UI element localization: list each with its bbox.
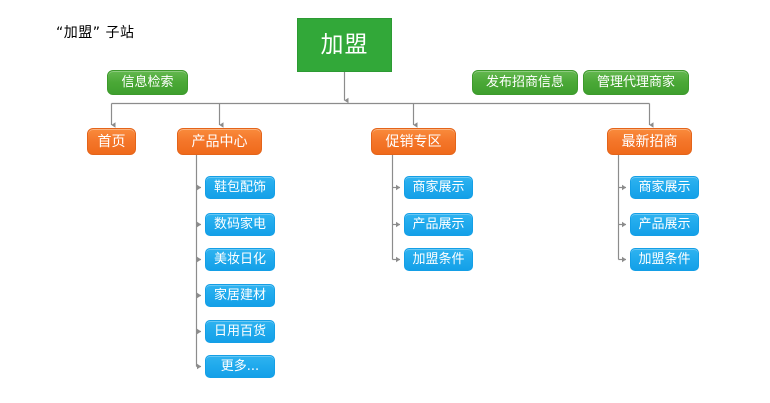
leaf-node-label: 加盟条件 (638, 252, 691, 267)
leaf-node-promotion-zone-2[interactable]: 加盟条件 (404, 248, 473, 271)
leaf-node-label: 鞋包配饰 (214, 180, 267, 195)
leaf-node-label: 数码家电 (214, 217, 267, 232)
leaf-node-label: 产品展示 (638, 217, 691, 232)
leaf-node-label: 日用百货 (214, 324, 267, 339)
section-node-label: 最新招商 (621, 133, 678, 150)
tag-information-retrieval[interactable]: 信息检索 (107, 70, 188, 95)
leaf-node-label: 商家展示 (638, 180, 691, 195)
tag-label: 管理代理商家 (596, 75, 675, 90)
tag-publish-investment-info[interactable]: 发布招商信息 (472, 70, 578, 95)
leaf-node-latest-investment-1[interactable]: 产品展示 (630, 213, 699, 236)
leaf-node-product-center-1[interactable]: 数码家电 (205, 213, 275, 236)
tag-manage-agent-merchants[interactable]: 管理代理商家 (583, 70, 689, 95)
leaf-node-label: 家居建材 (214, 288, 267, 303)
section-node-label: 促销专区 (385, 133, 442, 150)
leaf-node-product-center-4[interactable]: 日用百货 (205, 320, 275, 343)
leaf-node-label: 产品展示 (412, 217, 465, 232)
section-node-home[interactable]: 首页 (87, 128, 136, 155)
leaf-node-promotion-zone-0[interactable]: 商家展示 (404, 176, 473, 199)
root-node-jiameng[interactable]: 加盟 (297, 18, 392, 72)
section-node-label: 首页 (97, 133, 126, 150)
leaf-node-label: 更多... (220, 359, 260, 374)
section-node-product-center[interactable]: 产品中心 (177, 128, 262, 155)
leaf-node-label: 加盟条件 (412, 252, 465, 267)
leaf-node-latest-investment-0[interactable]: 商家展示 (630, 176, 699, 199)
tag-label: 信息检索 (121, 75, 174, 90)
leaf-node-product-center-3[interactable]: 家居建材 (205, 284, 275, 307)
section-node-label: 产品中心 (191, 133, 248, 150)
root-node-label: 加盟 (320, 31, 369, 58)
leaf-node-label: 商家展示 (412, 180, 465, 195)
leaf-node-label: 美妆日化 (214, 252, 267, 267)
leaf-node-product-center-2[interactable]: 美妆日化 (205, 248, 275, 271)
section-node-promotion-zone[interactable]: 促销专区 (371, 128, 456, 155)
tag-label: 发布招商信息 (485, 75, 564, 90)
leaf-node-latest-investment-2[interactable]: 加盟条件 (630, 248, 699, 271)
leaf-node-product-center-5[interactable]: 更多... (205, 355, 275, 378)
leaf-node-promotion-zone-1[interactable]: 产品展示 (404, 213, 473, 236)
leaf-node-product-center-0[interactable]: 鞋包配饰 (205, 176, 275, 199)
page-title: “加盟” 子站 (56, 25, 135, 41)
section-node-latest-investment[interactable]: 最新招商 (607, 128, 692, 155)
